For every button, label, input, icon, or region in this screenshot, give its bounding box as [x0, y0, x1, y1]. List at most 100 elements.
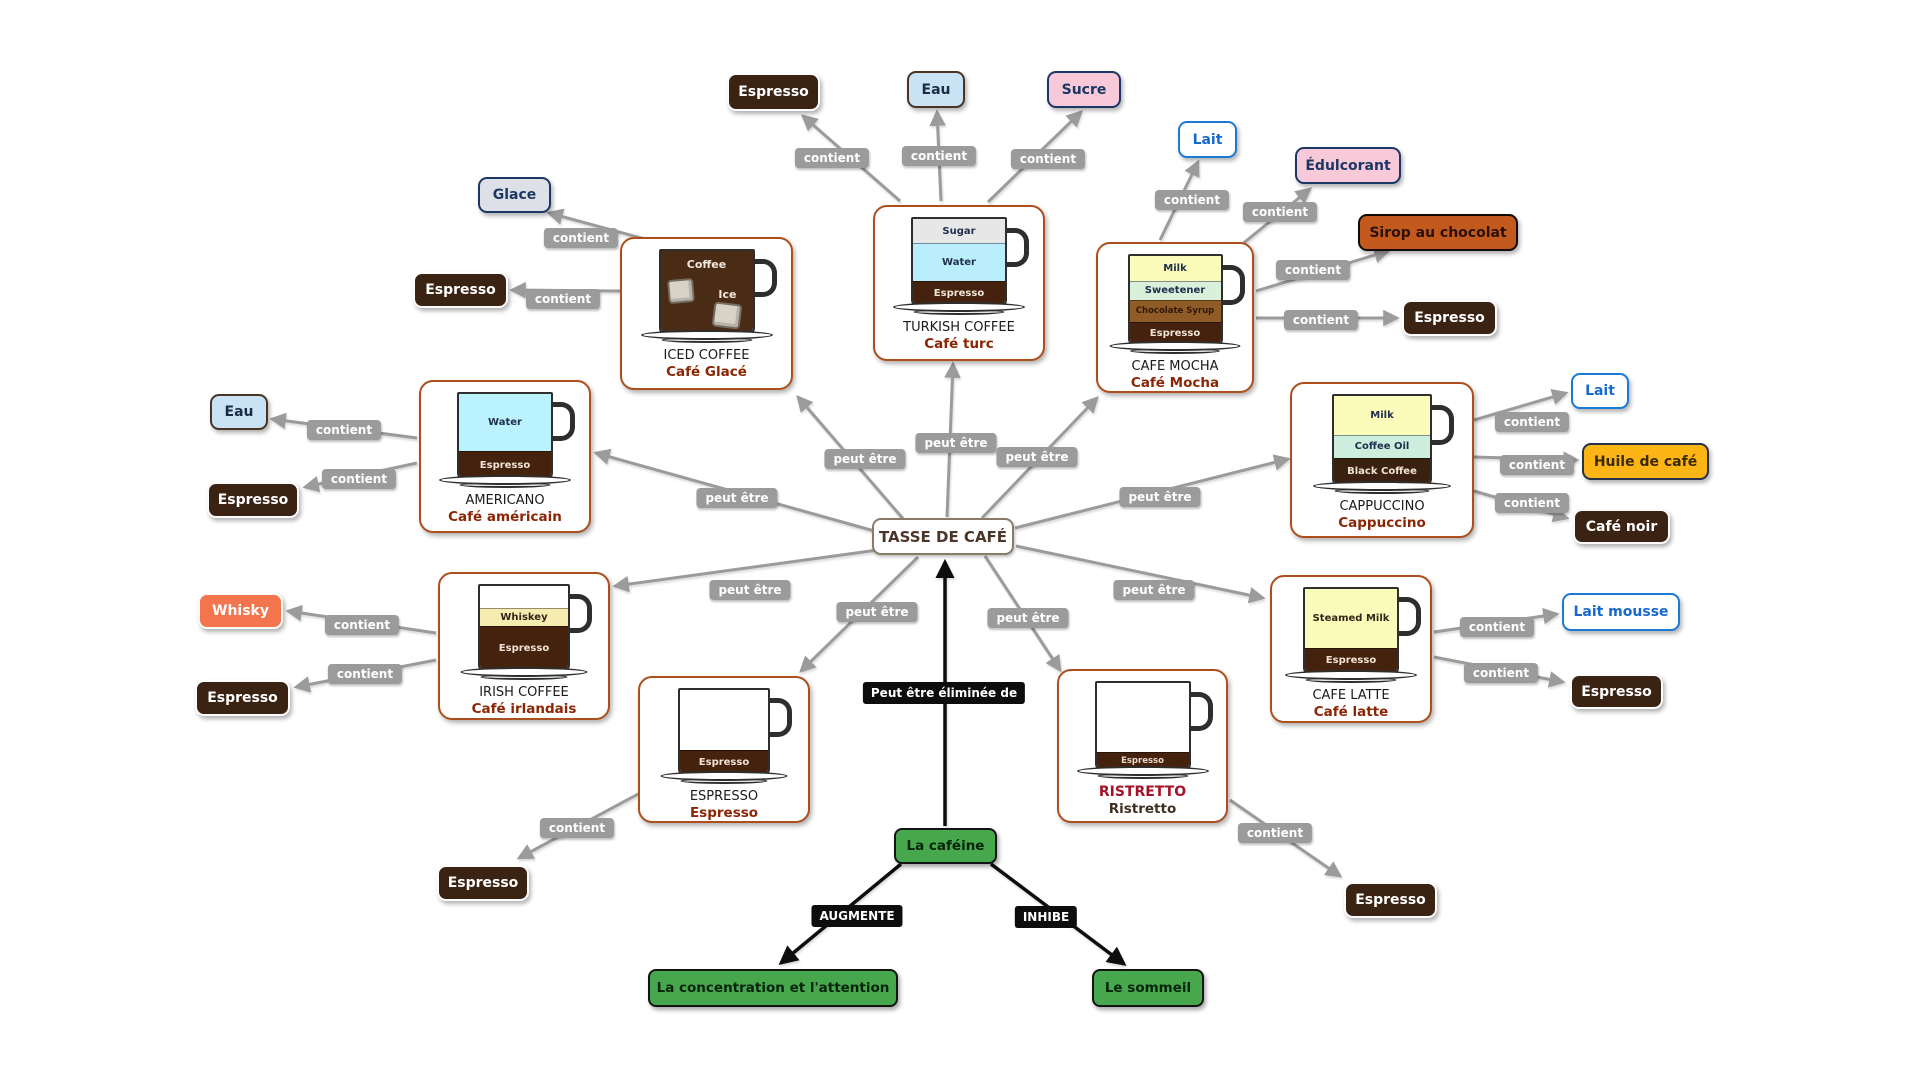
coffee-name-fr: Ristretto — [1108, 801, 1177, 817]
cup-layer-sweetener: Sweetener — [1129, 280, 1221, 300]
relation-label-contient[interactable]: contient — [1242, 202, 1318, 222]
coffee-text: Coffee — [686, 258, 727, 271]
ingredient-edulcorant[interactable]: Édulcorant — [1295, 147, 1401, 184]
mug-handle-icon — [568, 594, 592, 634]
relation-label-contient[interactable]: contient — [324, 615, 400, 635]
cup-layer-espresso: Espresso — [1305, 647, 1397, 673]
relation-label-contient[interactable]: contient — [901, 146, 977, 166]
relation-label-contient[interactable]: contient — [1463, 663, 1539, 683]
cup-layer-sugar: Sugar — [913, 219, 1005, 244]
relation-label-peut-etre[interactable]: peut être — [1119, 487, 1201, 507]
ingredient-espresso[interactable]: Espresso — [1570, 674, 1663, 709]
relation-label-peut-etre[interactable]: peut être — [696, 488, 778, 508]
relation-label-peut-etre[interactable]: peut être — [836, 602, 918, 622]
coffee-name-fr: Café turc — [924, 336, 994, 352]
coffee-name-en: IRISH COFFEE — [479, 685, 569, 700]
cup-layer-espresso: Espresso — [480, 626, 568, 670]
relation-label-augmente[interactable]: AUGMENTE — [811, 905, 903, 927]
relation-label-contient[interactable]: contient — [1494, 493, 1570, 513]
node-le-sommeil[interactable]: Le sommeil — [1092, 969, 1204, 1007]
relation-label-peut-etre[interactable]: peut être — [1113, 580, 1195, 600]
cup-layers: Espresso — [680, 690, 768, 774]
ingredient-eau[interactable]: Eau — [907, 71, 965, 108]
saucer — [893, 302, 1025, 312]
ingredient-sirop-au-chocolat[interactable]: Sirop au chocolat — [1358, 214, 1518, 251]
cup-layer-espresso: Espresso — [1096, 751, 1189, 769]
ingredient-eau[interactable]: Eau — [210, 394, 268, 430]
relation-label-contient[interactable]: contient — [1237, 823, 1313, 843]
ingredient-espresso[interactable]: Espresso — [727, 73, 820, 111]
saucer — [460, 667, 588, 677]
edge-line — [612, 547, 886, 593]
relation-label-peut-etre[interactable]: peut être — [996, 447, 1078, 467]
relation-label-contient[interactable]: contient — [1494, 412, 1570, 432]
relation-label-peut-etre-eliminee-de[interactable]: Peut être éliminée de — [862, 682, 1026, 704]
node-tasse-de-cafe[interactable]: TASSE DE CAFÉ — [872, 518, 1014, 555]
ingredient-espresso[interactable]: Espresso — [437, 865, 529, 901]
relation-label-peut-etre[interactable]: peut être — [915, 433, 997, 453]
coffee-name-fr: Café Glacé — [666, 364, 747, 380]
ingredient-cafe-noir[interactable]: Café noir — [1573, 509, 1670, 544]
relation-label-contient[interactable]: contient — [539, 818, 615, 838]
relation-label-contient[interactable]: contient — [327, 664, 403, 684]
cup-layer-espresso: Espresso — [913, 280, 1005, 305]
ingredient-espresso[interactable]: Espresso — [195, 680, 290, 716]
cup-layer-milk: Milk — [1334, 396, 1430, 435]
cup-layer-water: Water — [913, 243, 1005, 281]
relation-label-contient[interactable]: contient — [794, 148, 870, 168]
relation-label-contient[interactable]: contient — [1010, 149, 1086, 169]
relation-label-contient[interactable]: contient — [306, 420, 382, 440]
node-la-cafeine[interactable]: La caféine — [894, 828, 997, 864]
relation-label-contient[interactable]: contient — [543, 228, 619, 248]
ingredient-lait[interactable]: Lait — [1571, 373, 1629, 409]
ingredient-whisky[interactable]: Whisky — [198, 593, 283, 629]
coffee-name-en: CAFE LATTE — [1312, 688, 1390, 703]
relation-label-contient[interactable]: contient — [1154, 190, 1230, 210]
relation-label-peut-etre[interactable]: peut être — [824, 449, 906, 469]
relation-label-contient[interactable]: contient — [525, 289, 601, 309]
ingredient-lait[interactable]: Lait — [1178, 121, 1237, 158]
relation-label-peut-etre[interactable]: peut être — [709, 580, 791, 600]
relation-label-peut-etre[interactable]: peut être — [987, 608, 1069, 628]
relation-label-contient[interactable]: contient — [1275, 260, 1351, 280]
ingredient-espresso[interactable]: Espresso — [1344, 882, 1437, 918]
cup-layer-steamed-milk: Steamed Milk — [1305, 589, 1397, 648]
ingredient-glace[interactable]: Glace — [478, 177, 551, 213]
mug-handle-icon — [1005, 227, 1029, 268]
node-la-concentration-et-l-attention[interactable]: La concentration et l'attention — [648, 969, 898, 1007]
relation-label-contient[interactable]: contient — [1283, 310, 1359, 330]
coffee-name-en: AMERICANO — [465, 493, 545, 508]
ice-cube — [711, 301, 742, 330]
ingredient-espresso[interactable]: Espresso — [1402, 300, 1497, 336]
ingredient-espresso[interactable]: Espresso — [413, 272, 508, 308]
relation-label-contient[interactable]: contient — [321, 469, 397, 489]
saucer — [439, 475, 571, 485]
relation-label-contient[interactable]: contient — [1459, 617, 1535, 637]
edge-line — [1015, 544, 1266, 604]
ingredient-espresso[interactable]: Espresso — [207, 482, 299, 518]
relation-label-inhibe[interactable]: INHIBE — [1014, 906, 1078, 928]
ingredient-huile-de-cafe[interactable]: Huile de café — [1582, 443, 1709, 480]
ingredient-sucre[interactable]: Sucre — [1047, 71, 1121, 108]
coffee-name-fr: Café irlandais — [471, 701, 577, 717]
relation-label-contient[interactable]: contient — [1499, 455, 1575, 475]
mug-handle-icon — [1220, 264, 1245, 306]
mug-handle-icon — [1397, 597, 1421, 637]
ingredient-lait-mousse[interactable]: Lait mousse — [1562, 593, 1680, 631]
